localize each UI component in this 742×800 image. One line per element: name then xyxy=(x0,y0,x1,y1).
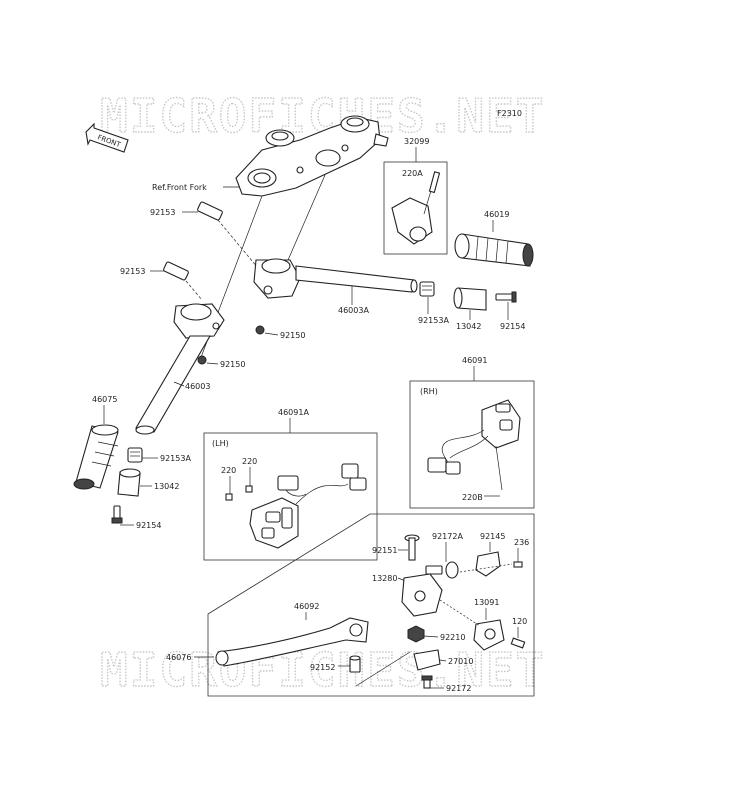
part-label-92153A-left: 92153A xyxy=(160,454,191,463)
lh-switch-box xyxy=(203,432,378,561)
throttle-cable-drum xyxy=(391,171,441,245)
part-label-92154-right: 92154 xyxy=(500,322,525,331)
part-label-46076: 46076 xyxy=(166,653,191,662)
part-label-92210: 92210 xyxy=(440,633,465,642)
bolt-92150-upper xyxy=(255,325,265,335)
clamp-13091 xyxy=(473,619,505,651)
screw-92172 xyxy=(421,675,433,689)
part-label-46003A: 46003A xyxy=(338,306,369,315)
part-label-13042-left: 13042 xyxy=(154,482,179,491)
part-label-92154-left: 92154 xyxy=(136,521,161,530)
lever-bracket-13280 xyxy=(401,573,443,617)
lh-switch-housing xyxy=(225,463,367,549)
part-label-92145: 92145 xyxy=(480,532,505,541)
watermark-bottom: MICROFICHES.NET xyxy=(100,643,545,697)
bolt-92150-lower xyxy=(197,355,207,365)
part-label-220-a: 220 xyxy=(221,466,236,475)
part-label-13042-right: 13042 xyxy=(456,322,481,331)
screw-92154-right xyxy=(495,291,517,303)
part-label-92172A: 92172A xyxy=(432,532,463,541)
bolt-92153-upper xyxy=(197,201,223,221)
part-label-46003: 46003 xyxy=(185,382,210,391)
bolt-92153-lower xyxy=(163,261,189,281)
rh-switch-box xyxy=(409,380,535,509)
throttle-group-box xyxy=(383,161,448,255)
nut-92210 xyxy=(407,625,425,643)
part-label-46091A: 46091A xyxy=(278,408,309,417)
part-label-220B: 220B xyxy=(462,493,483,502)
plug-92153A-right xyxy=(419,281,435,297)
left-handlebar xyxy=(135,303,225,435)
part-label-220A: 220A xyxy=(402,169,423,178)
bar-end-weight-left xyxy=(117,468,141,497)
part-label-92151: 92151 xyxy=(372,546,397,555)
lh-group-label: (LH) xyxy=(212,439,229,448)
switch-27010 xyxy=(413,649,441,671)
bushing-92152 xyxy=(349,655,361,673)
spring-92145 xyxy=(475,551,501,577)
rh-group-label: (RH) xyxy=(420,387,438,396)
part-label-13280: 13280 xyxy=(372,574,397,583)
part-label-92153A-right: 92153A xyxy=(418,316,449,325)
right-grip xyxy=(454,233,534,267)
part-label-236: 236 xyxy=(514,538,529,547)
part-label-120: 120 xyxy=(512,617,527,626)
rh-switch-housing xyxy=(427,399,521,491)
bolt-120 xyxy=(510,637,526,649)
screw-92154-left xyxy=(111,505,123,524)
pivot-bolt-92151 xyxy=(404,534,420,561)
part-label-27010: 27010 xyxy=(448,657,473,666)
part-label-13091: 13091 xyxy=(474,598,499,607)
part-label-92152: 92152 xyxy=(310,663,335,672)
part-label-220-b: 220 xyxy=(242,457,257,466)
part-label-92150-upper: 92150 xyxy=(280,331,305,340)
plug-92153A-left xyxy=(127,447,143,463)
part-label-46019: 46019 xyxy=(484,210,509,219)
part-label-92172: 92172 xyxy=(446,684,471,693)
figure-code: F2310 xyxy=(497,109,522,118)
brake-lever xyxy=(215,617,369,667)
bar-end-weight-right xyxy=(453,287,487,311)
reference-note: Ref.Front Fork xyxy=(152,183,207,192)
part-label-92153-upper: 92153 xyxy=(150,208,175,217)
part-label-92153-lower: 92153 xyxy=(120,267,145,276)
upper-triple-clamp xyxy=(235,115,389,197)
part-label-92150-lower: 92150 xyxy=(220,360,245,369)
part-label-46075: 46075 xyxy=(92,395,117,404)
part-label-46092: 46092 xyxy=(294,602,319,611)
part-label-46091: 46091 xyxy=(462,356,487,365)
part-label-32099: 32099 xyxy=(404,137,429,146)
right-handlebar xyxy=(253,258,418,299)
lever-assembly-box xyxy=(207,513,535,697)
screw-236 xyxy=(513,561,523,568)
left-grip xyxy=(73,424,119,490)
adjuster-92172A xyxy=(425,561,459,579)
